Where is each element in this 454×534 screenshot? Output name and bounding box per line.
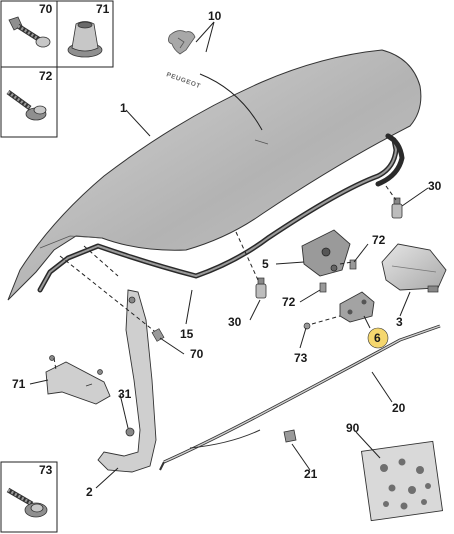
inset-label-72: 72 — [39, 69, 53, 83]
callout-6: 6 — [374, 331, 381, 345]
hinge-arm — [97, 289, 157, 473]
inset-label-73: 73 — [39, 463, 53, 477]
callout-72-upper: 72 — [372, 233, 386, 247]
screw-72-upper — [349, 259, 357, 270]
nut-71-icon — [67, 21, 103, 58]
hinge-bracket — [45, 355, 111, 405]
inset-72: 72 — [0, 66, 58, 138]
inset-70: 70 — [0, 0, 58, 68]
callout-73: 73 — [294, 351, 308, 365]
callout-30-left: 30 — [228, 315, 242, 329]
tailgate-panel — [7, 49, 422, 301]
inset-label-71: 71 — [96, 2, 110, 16]
gas-strut-right — [391, 197, 403, 219]
callout-90: 90 — [346, 421, 360, 435]
callout-6-highlight: 6 — [367, 327, 389, 349]
callouts: 10 1 30 72 5 72 30 15 70 73 6 3 71 31 20… — [12, 9, 442, 499]
tailgate-seal — [37, 133, 405, 293]
bolt-73-icon — [6, 487, 48, 518]
inset-73: 73 — [0, 461, 58, 533]
callout-72-lower: 72 — [282, 295, 296, 309]
callout-31: 31 — [118, 387, 132, 401]
callout-71: 71 — [12, 377, 26, 391]
bolt-70-icon — [8, 16, 51, 48]
electric-box — [381, 243, 447, 293]
release-cable — [159, 324, 441, 471]
callout-1: 1 — [120, 101, 127, 115]
callout-15: 15 — [180, 327, 194, 341]
bolt-72-icon — [6, 89, 47, 121]
brand-text: PEUGEOT — [165, 71, 201, 90]
screw-72-lower — [319, 282, 327, 293]
leader-lines — [29, 21, 429, 489]
callout-2: 2 — [86, 485, 93, 499]
callout-70: 70 — [190, 347, 204, 361]
tailgate-latch — [301, 229, 351, 277]
callout-21: 21 — [304, 467, 318, 481]
callout-20: 20 — [392, 401, 406, 415]
inset-71: 71 — [56, 0, 114, 68]
cable-clip — [283, 429, 297, 443]
callout-5: 5 — [262, 257, 269, 271]
callout-30-right: 30 — [428, 179, 442, 193]
clip-kit — [360, 440, 444, 522]
inset-label-70: 70 — [39, 2, 53, 16]
callout-3: 3 — [396, 315, 403, 329]
gas-strut-left — [255, 277, 267, 299]
lion-logo-icon — [168, 30, 196, 55]
brand-badge: PEUGEOT — [165, 30, 202, 90]
striker — [339, 291, 375, 323]
callout-10: 10 — [208, 9, 222, 23]
screw-73 — [303, 322, 311, 330]
assembly-lines — [53, 185, 397, 371]
